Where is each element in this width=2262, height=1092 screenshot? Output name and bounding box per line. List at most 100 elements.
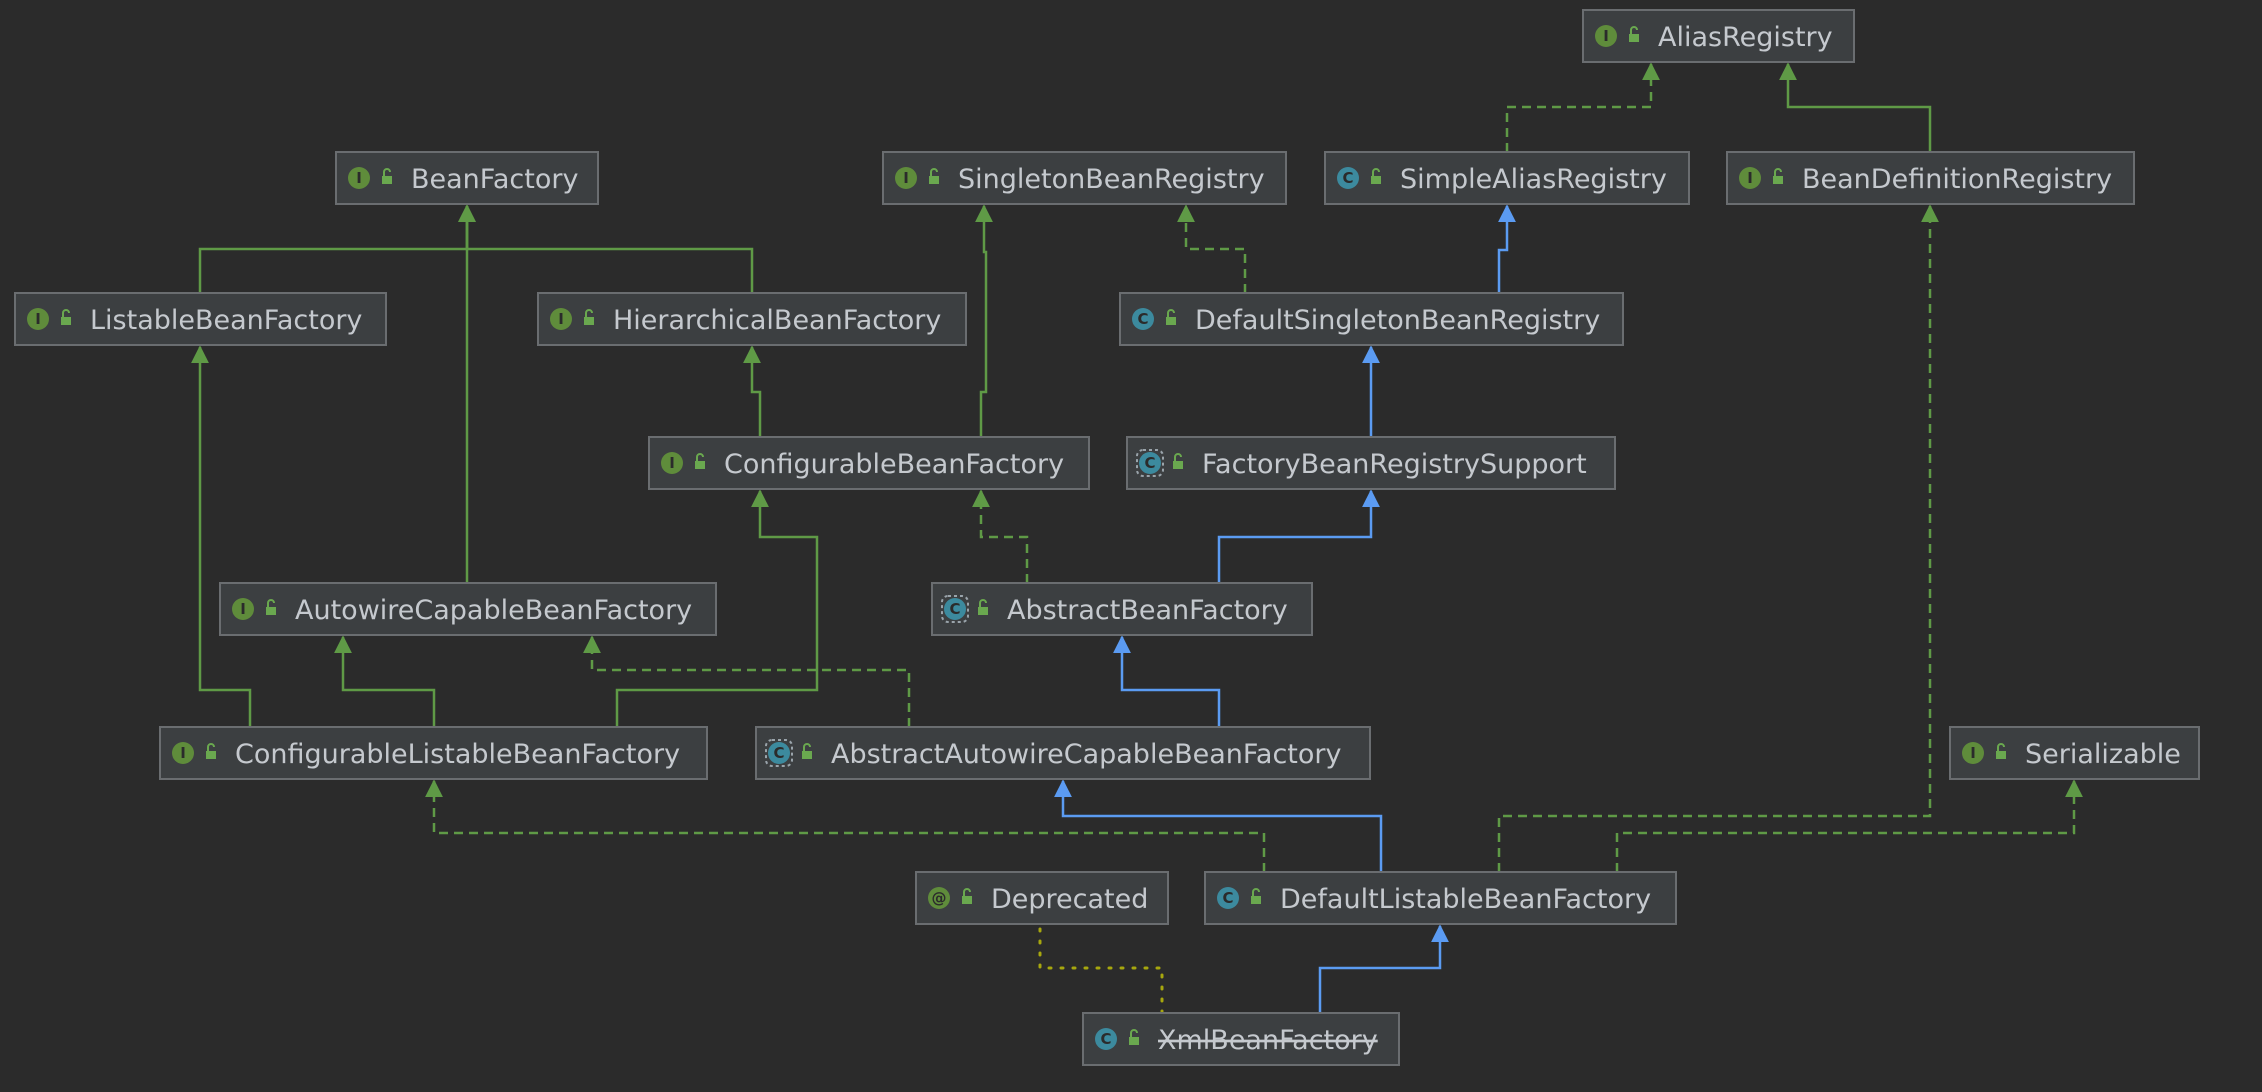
kind-badge-letter: I: [356, 169, 362, 187]
node-label: AutowireCapableBeanFactory: [295, 595, 692, 626]
node-label: SimpleAliasRegistry: [1400, 164, 1667, 195]
edge-DefaultListableBeanFactory-to-ConfigurableListableBeanFactory: [425, 779, 1266, 872]
public-access-lock-icon: [695, 453, 705, 469]
edge-ConfigurableListableBeanFactory-to-ConfigurableBeanFactory: [615, 489, 819, 727]
node-label: FactoryBeanRegistrySupport: [1202, 449, 1587, 480]
node-label: DefaultListableBeanFactory: [1280, 884, 1651, 915]
node-AutowireCapableBeanFactory[interactable]: I AutowireCapableBeanFactory: [219, 582, 717, 636]
node-box: [1126, 436, 1616, 490]
abstract-marker-icon: [941, 595, 969, 623]
kind-badge-letter: I: [1747, 169, 1753, 187]
kind-badge-letter: C: [773, 744, 784, 762]
kind-badge-letter: I: [669, 454, 675, 472]
node-box: [1204, 871, 1677, 925]
public-access-lock-icon: [802, 743, 812, 759]
node-label: AbstractBeanFactory: [1007, 595, 1288, 626]
public-access-lock-icon: [1166, 309, 1176, 325]
node-box: [537, 292, 967, 346]
edge-XmlBeanFactory-to-DefaultListableBeanFactory: [1318, 924, 1449, 1013]
node-box: [1726, 151, 2135, 205]
node-box: [931, 582, 1313, 636]
interface-kind-icon: [348, 167, 370, 189]
node-label: ConfigurableListableBeanFactory: [235, 739, 680, 770]
node-Deprecated[interactable]: @Deprecated: [915, 871, 1169, 925]
edge-DefaultSingletonBeanRegistry-to-SimpleAliasRegistry: [1497, 204, 1516, 293]
public-access-lock-icon: [584, 309, 594, 325]
edge-ConfigurableBeanFactory-to-SingletonBeanRegistry: [975, 204, 993, 437]
edge-ConfigurableListableBeanFactory-to-AutowireCapableBeanFactory: [334, 635, 436, 727]
interface-kind-icon: [232, 598, 254, 620]
edge-DefaultListableBeanFactory-to-BeanDefinitionRegistry: [1497, 204, 1939, 872]
interface-kind-icon: [1595, 25, 1617, 47]
public-access-lock-icon: [1173, 453, 1183, 469]
abstract-kind-icon: [768, 742, 790, 764]
node-label: Deprecated: [991, 884, 1148, 915]
public-access-lock-icon: [1773, 168, 1783, 184]
node-label: ListableBeanFactory: [90, 305, 362, 336]
node-label: SingletonBeanRegistry: [958, 164, 1265, 195]
kind-badge-letter: C: [1100, 1030, 1111, 1048]
interface-kind-icon: [661, 452, 683, 474]
public-access-lock-icon: [1996, 743, 2006, 759]
kind-badge-letter: C: [949, 600, 960, 618]
edge-XmlBeanFactory-to-Deprecated: [1038, 924, 1164, 1015]
node-label: BeanFactory: [411, 164, 578, 195]
public-access-lock-icon: [382, 168, 392, 184]
node-box: [1582, 9, 1855, 63]
node-box: [915, 871, 1169, 925]
edge-HierarchicalBeanFactory-to-BeanFactory: [458, 204, 754, 293]
node-box: [219, 582, 717, 636]
edge-AbstractBeanFactory-to-FactoryBeanRegistrySupport: [1217, 489, 1380, 583]
public-access-lock-icon: [61, 309, 71, 325]
interface-kind-icon: [895, 167, 917, 189]
node-BeanFactory[interactable]: I BeanFactory: [335, 151, 599, 205]
kind-badge-letter: I: [903, 169, 909, 187]
public-access-lock-icon: [1629, 26, 1639, 42]
node-box: [1324, 151, 1690, 205]
edges-layer: [191, 62, 2083, 1015]
node-AbstractBeanFactory[interactable]: C AbstractBeanFactory: [931, 582, 1313, 636]
annotation-kind-icon: [928, 887, 950, 909]
public-access-lock-icon: [266, 599, 276, 615]
edge-ConfigurableBeanFactory-to-HierarchicalBeanFactory: [743, 345, 762, 437]
kind-badge-letter: I: [1603, 27, 1609, 45]
edge-SimpleAliasRegistry-to-AliasRegistry: [1505, 62, 1660, 152]
node-box: [159, 726, 708, 780]
node-label: HierarchicalBeanFactory: [613, 305, 941, 336]
kind-badge-letter: I: [35, 310, 41, 328]
node-box: [882, 151, 1287, 205]
node-SingletonBeanRegistry[interactable]: I SingletonBeanRegistry: [882, 151, 1287, 205]
node-box: [335, 151, 599, 205]
edge-BeanDefinitionRegistry-to-AliasRegistry: [1779, 62, 1932, 152]
node-box: [14, 292, 387, 346]
node-label: AbstractAutowireCapableBeanFactory: [831, 739, 1342, 770]
kind-badge-letter: C: [1137, 310, 1148, 328]
interface-kind-icon: [1962, 742, 1984, 764]
node-AbstractAutowireCapableBeanFactory[interactable]: C AbstractAutowireCapableBeanFactory: [755, 726, 1371, 780]
node-box: [1119, 292, 1624, 346]
node-box: [1949, 726, 2200, 780]
abstract-kind-icon: [1139, 452, 1161, 474]
public-access-lock-icon: [206, 743, 216, 759]
node-box: [648, 436, 1090, 490]
node-label: Serializable: [2025, 739, 2181, 770]
kind-badge-letter: I: [240, 600, 246, 618]
node-box: [755, 726, 1371, 780]
class-kind-icon: [1217, 887, 1239, 909]
edge-ConfigurableListableBeanFactory-to-ListableBeanFactory: [191, 345, 252, 727]
interface-kind-icon: [27, 308, 49, 330]
edge-AbstractBeanFactory-to-ConfigurableBeanFactory: [972, 489, 1029, 583]
node-ListableBeanFactory[interactable]: I ListableBeanFactory: [14, 292, 387, 346]
